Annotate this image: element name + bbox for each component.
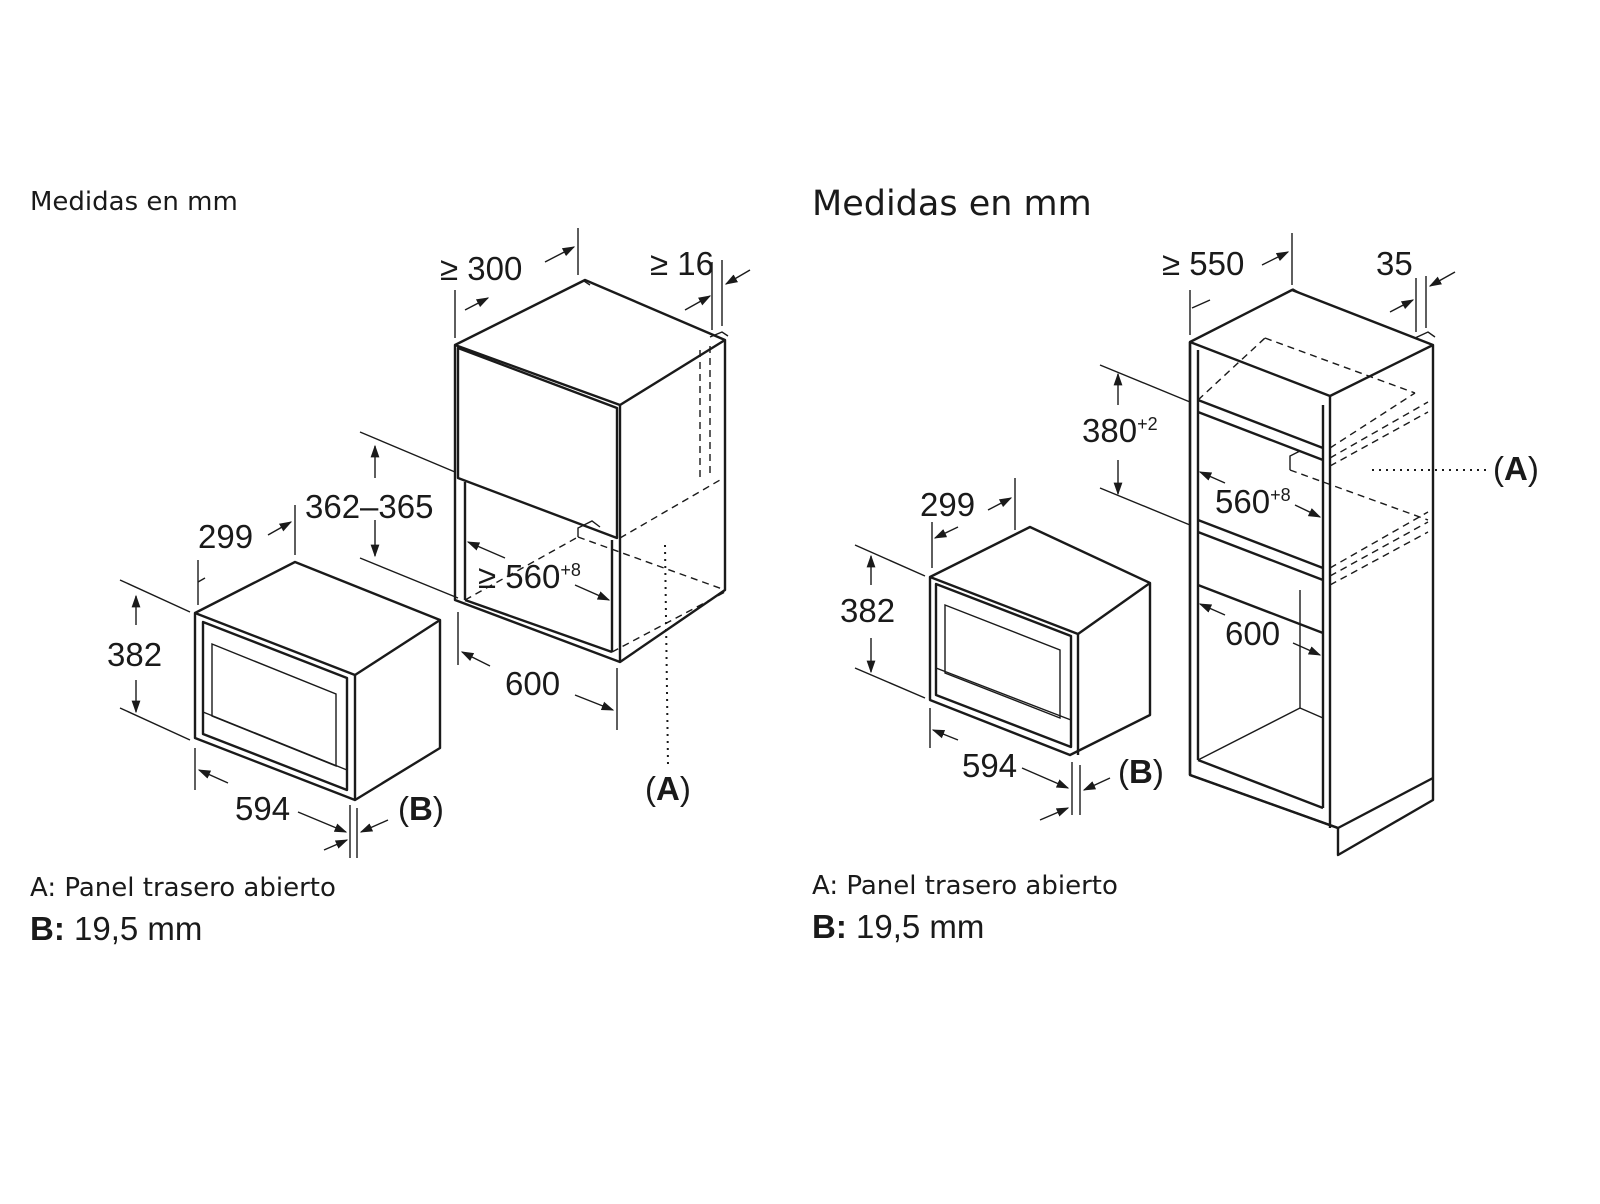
left-note-b: B: 19,5 mm [30, 910, 202, 947]
right-dim-top-gap: 35 [1376, 245, 1413, 282]
left-dim-height-range: 362–365 [305, 488, 433, 525]
left-heading: Medidas en mm [30, 187, 238, 217]
right-dimension-lines [854, 233, 1488, 821]
left-dimension-lines [119, 228, 751, 858]
right-dim-app-width: 594 [962, 747, 1017, 784]
left-dim-app-width: 594 [235, 790, 290, 827]
right-label-b: (B) [1118, 753, 1164, 790]
left-dim-app-height: 382 [107, 636, 162, 673]
left-dim-depth-min: ≥ 300 [440, 250, 522, 287]
left-dimension-labels: ≥ 300 ≥ 16 362–365 ≥ 560+8 600 (A) 299 3… [107, 245, 714, 827]
right-dim-niche-height: 380+2 [1082, 412, 1158, 449]
right-note-b: B: 19,5 mm [812, 908, 984, 945]
right-dim-app-height: 382 [840, 592, 895, 629]
right-dim-app-depth: 299 [920, 486, 975, 523]
left-microwave [193, 560, 442, 802]
right-dim-niche-width: 560+8 [1215, 483, 1291, 520]
left-dim-width-min: ≥ 560+8 [478, 558, 581, 595]
left-wall-cabinet [453, 278, 729, 664]
left-dim-top-gap: ≥ 16 [650, 245, 714, 282]
right-dim-depth-min: ≥ 550 [1162, 245, 1244, 282]
left-dim-cab-depth: 600 [505, 665, 560, 702]
left-label-b: (B) [398, 790, 444, 827]
right-drawing: Medidas en mm [812, 184, 1539, 945]
left-label-a: (A) [645, 770, 691, 807]
right-microwave [928, 525, 1152, 757]
left-dim-app-depth: 299 [198, 518, 253, 555]
left-drawing: Medidas en mm [30, 187, 751, 947]
right-dim-cab-depth: 600 [1225, 615, 1280, 652]
right-dimension-labels: ≥ 550 35 380+2 560+8 600 (A) 299 382 594… [840, 245, 1539, 790]
right-label-a: (A) [1493, 450, 1539, 487]
right-note-a: A: Panel trasero abierto [812, 871, 1118, 901]
left-note-a: A: Panel trasero abierto [30, 873, 336, 903]
right-heading: Medidas en mm [812, 184, 1092, 224]
right-tall-cabinet [1188, 288, 1436, 857]
